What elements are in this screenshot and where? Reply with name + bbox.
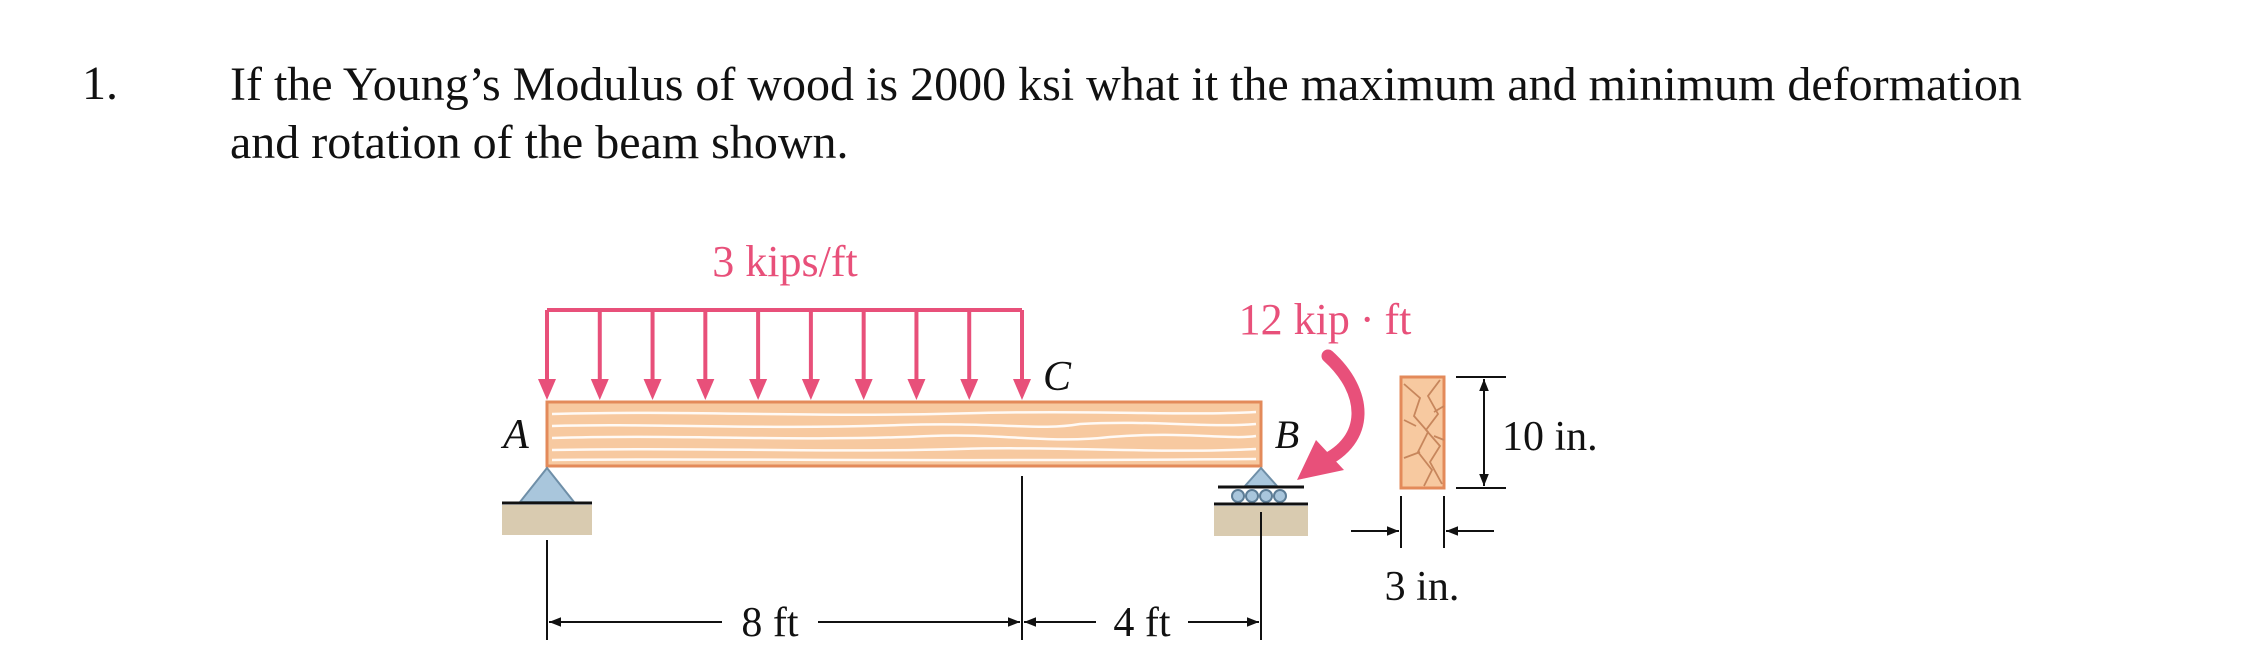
moment-label-value: 12 kip bbox=[1239, 295, 1350, 344]
moment-arc bbox=[1315, 349, 1365, 469]
beam bbox=[545, 400, 1263, 468]
moment-label-unit: ft bbox=[1385, 295, 1412, 344]
point-c-label: C bbox=[1043, 354, 1072, 400]
pin-ground-block bbox=[502, 505, 592, 535]
moment-arrowhead bbox=[1297, 440, 1344, 480]
dim-span-ac: 8 ft bbox=[741, 600, 798, 646]
load-arrow-head bbox=[1013, 379, 1031, 400]
load-label: 3 kips/ft bbox=[712, 237, 857, 286]
pin-support-a bbox=[502, 466, 592, 535]
pin-triangle bbox=[517, 466, 577, 503]
problem-text-line-2: and rotation of the beam shown. bbox=[230, 116, 849, 169]
load-arrow-head bbox=[907, 379, 926, 400]
cross-section bbox=[1351, 375, 1506, 548]
moment-arrow bbox=[1297, 349, 1365, 480]
load-arrow-head bbox=[801, 379, 820, 400]
point-b-label: B bbox=[1275, 412, 1299, 457]
section-height-label: 10 in. bbox=[1502, 414, 1598, 460]
problem-statement: 1. If the Young’s Modulus of wood is 200… bbox=[0, 0, 2254, 180]
problem-text-line-1: If the Young’s Modulus of wood is 2000 k… bbox=[230, 58, 2022, 111]
moment-label-dot: · bbox=[1360, 295, 1375, 344]
dim-span-cb: 4 ft bbox=[1113, 600, 1170, 646]
span-dimensions bbox=[546, 476, 1262, 640]
wood-grain bbox=[551, 410, 1257, 462]
load-arrow-head bbox=[643, 379, 662, 400]
problem-number: 1. bbox=[82, 57, 118, 110]
roller-triangle bbox=[1242, 466, 1280, 487]
distributed-load bbox=[538, 308, 1031, 400]
load-arrow-head bbox=[749, 379, 768, 400]
section-end-grain bbox=[1403, 379, 1445, 487]
load-arrow-head bbox=[696, 379, 715, 400]
load-arrow-head bbox=[960, 379, 979, 400]
section-width-label: 3 in. bbox=[1385, 564, 1460, 610]
load-arrows bbox=[538, 310, 1031, 400]
point-a-label: A bbox=[500, 412, 529, 458]
rollers bbox=[1231, 489, 1287, 503]
load-arrow-head bbox=[590, 379, 609, 400]
load-arrow-head bbox=[538, 379, 556, 400]
problem-text: If the Young’s Modulus of wood is 2000 k… bbox=[230, 56, 2160, 172]
moment-label: 12 kip·ft bbox=[1239, 295, 1412, 344]
section-body bbox=[1399, 375, 1446, 490]
load-arrow-head bbox=[854, 379, 873, 400]
